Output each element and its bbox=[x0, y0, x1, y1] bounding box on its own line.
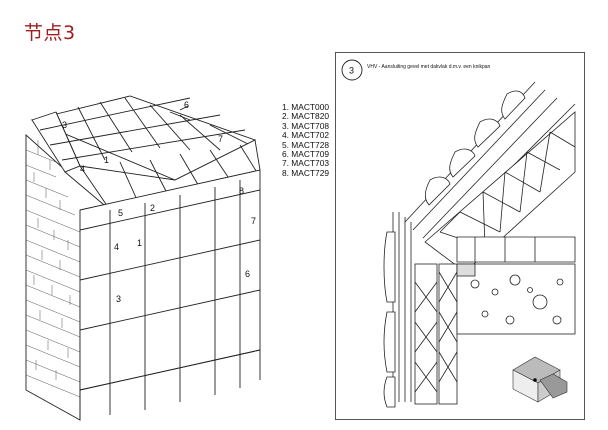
label-1-top: 1 bbox=[104, 155, 109, 165]
label-6-side: 6 bbox=[245, 269, 250, 279]
label-4-top: 4 bbox=[80, 164, 85, 174]
legend-item: 7. MACT703 bbox=[282, 158, 330, 169]
detail-number: 3 bbox=[349, 66, 354, 76]
thumbnail-3d-view bbox=[512, 356, 568, 403]
legend-item: 6. MACT709 bbox=[282, 149, 330, 160]
material-legend: 1. MACT000 2. MACT820 3. MACT708 4. MACT… bbox=[282, 102, 330, 178]
page-title: 节点3 bbox=[24, 22, 76, 44]
isometric-roof-drawing: 3 4 1 6 7 8 5 2 7 4 1 6 3 bbox=[25, 95, 261, 421]
legend-item: 5. MACT728 bbox=[282, 139, 330, 150]
legend-item: 4. MACT702 bbox=[282, 130, 330, 141]
label-5: 5 bbox=[118, 208, 123, 218]
section-detail-drawing: 3 VHV - Aansluiting gevel met dakvlak d.… bbox=[335, 52, 585, 420]
detail-caption: VHV - Aansluiting gevel met dakvlak d.m.… bbox=[367, 64, 491, 70]
label-7-side: 7 bbox=[251, 216, 256, 226]
label-4-side: 4 bbox=[114, 242, 119, 252]
label-1-side: 1 bbox=[137, 238, 142, 248]
legend-item: 3. MACT708 bbox=[282, 120, 330, 131]
legend-item: 8. MACT729 bbox=[282, 167, 330, 178]
label-2: 2 bbox=[150, 203, 155, 213]
legend-item: 2. MACT820 bbox=[282, 111, 330, 122]
label-6-top: 6 bbox=[184, 100, 189, 110]
label-7-top: 7 bbox=[218, 134, 223, 144]
label-3-side: 3 bbox=[116, 294, 121, 304]
legend-item: 1. MACT000 bbox=[282, 102, 330, 112]
detail-number-circle bbox=[341, 59, 363, 81]
label-3-top: 3 bbox=[62, 120, 67, 130]
label-8: 8 bbox=[239, 186, 244, 196]
